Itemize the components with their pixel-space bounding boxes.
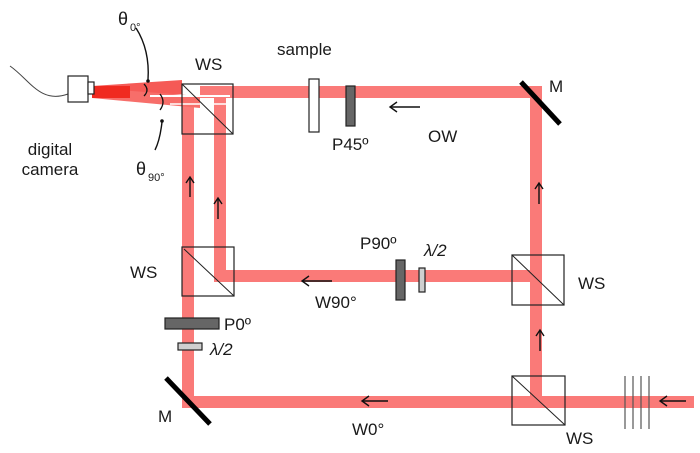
arrow-up-left-w90-icon [213,196,223,219]
w90-label: W90° [315,293,357,312]
theta0-leader-dot [146,79,150,83]
wave-splitter-middle-right [511,254,565,306]
sample-plate [308,78,320,133]
sample-label: sample [277,40,332,59]
wave-splitter-middle-left [181,246,235,297]
digital-camera-icon [9,65,95,103]
halfwave-w90-label: λ/2 [423,241,447,260]
halfwave-plate-w90 [418,267,426,293]
ow-label: OW [428,127,457,146]
p90-label: P90º [360,234,396,253]
polarizer-p45 [345,85,356,127]
beam-focus [92,86,130,98]
theta90-subscript: 90° [148,172,165,184]
theta90-leader [154,121,163,151]
wavefront-lines-icon [624,376,650,429]
ws-top-label: WS [195,55,222,74]
arrow-up-right-upper-icon [534,181,544,204]
p45-label: P45º [332,135,368,154]
p0-label: P0º [224,315,251,334]
ws-middle-left-label: WS [130,263,157,282]
polarizer-p90 [395,259,406,301]
theta90-symbol: θ [136,159,146,179]
theta0-leader [135,27,149,81]
camera-label-line2: camera [22,160,79,179]
halfwave-w0-label: λ/2 [209,340,233,359]
ws-bottom-right-label: WS [566,429,593,448]
arrow-left-w90-icon [300,275,332,287]
ws-middle-right-label: WS [578,274,605,293]
theta0-subscript: 0° [130,22,141,34]
arrow-up-left-w0-icon [185,175,195,197]
arrow-up-right-lower-icon [535,328,545,351]
arrow-left-ow-icon [388,101,420,113]
halfwave-plate-w0 [177,342,203,351]
mirror-bottom-left [164,376,212,426]
wave-splitter-bottom-right [511,375,566,426]
theta90-arc [159,93,164,111]
mirror-bottom-left-label: M [158,407,172,426]
camera-label-line1: digital [28,140,72,159]
polarizer-p0 [164,317,220,330]
theta90-leader-dot [160,119,164,123]
arrow-left-input-icon [658,395,686,407]
wave-splitter-top [181,83,234,135]
theta0-symbol: θ [118,9,128,29]
arrow-left-w0-icon [360,395,388,407]
mirror-top-right [519,80,562,126]
theta0-arc [143,83,148,97]
mirror-top-right-label: M [549,77,563,96]
w0-label: W0° [352,420,384,439]
